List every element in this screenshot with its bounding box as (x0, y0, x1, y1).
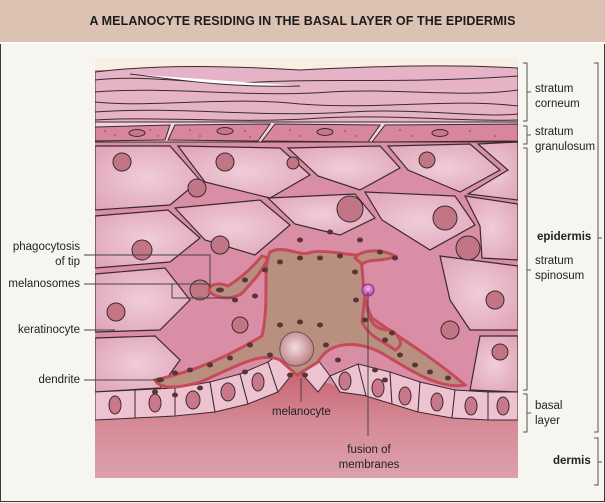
dermis-region (95, 368, 518, 478)
callout-keratinocyte: keratinocyte (17, 324, 80, 336)
figure-title: A MELANOCYTE RESIDING IN THE BASAL LAYER… (89, 14, 516, 28)
label-line: stratum (535, 83, 574, 95)
basal-cell-nuclei (108, 371, 510, 416)
label-stratum-spinosum: stratum spinosum (535, 254, 584, 284)
label-epidermis: epidermis (537, 231, 592, 243)
keratinocyte-nuclei (106, 151, 509, 361)
label-line: membranes (338, 459, 400, 471)
label-basal-layer: basal layer (535, 399, 563, 429)
melanocyte (152, 247, 469, 389)
bracket-basal-layer (523, 393, 531, 433)
callout-melanosomes: melanosomes (8, 278, 80, 290)
stratum-granulosum-region (95, 121, 518, 143)
label-line: phagocytosis (12, 241, 80, 253)
label-line: spinosum (535, 270, 585, 282)
figure-header: A MELANOCYTE RESIDING IN THE BASAL LAYER… (0, 0, 605, 44)
callout-fusion-of-membranes: fusion of membranes (338, 443, 400, 473)
label-line: of tip (55, 256, 80, 268)
bracket-stratum-spinosum (523, 147, 531, 391)
stratum-corneum-region (95, 65, 518, 123)
melanosomes (152, 229, 451, 398)
label-line: fusion of (347, 444, 391, 456)
bracket-dermis (594, 437, 602, 486)
layer-brackets (523, 62, 602, 486)
label-line: stratum (535, 126, 574, 138)
label-line: granulosum (535, 141, 596, 153)
bracket-stratum-granulosum (523, 125, 531, 145)
bracket-stratum-corneum (523, 62, 531, 122)
leader-lines (84, 254, 369, 436)
label-stratum-corneum: stratum corneum (535, 82, 580, 112)
callout-melanocyte: melanocyte (272, 406, 331, 418)
label-line: stratum (535, 255, 574, 267)
melanocyte-nucleus (279, 331, 314, 367)
callout-phagocytosis: phagocytosis of tip (0, 240, 80, 270)
label-dermis: dermis (553, 455, 591, 467)
callout-dendrite: dendrite (38, 374, 80, 386)
label-line: basal (535, 400, 563, 412)
label-line: corneum (535, 98, 580, 110)
label-line: layer (535, 415, 560, 427)
label-stratum-granulosum: stratum granulosum (535, 125, 595, 155)
bracket-epidermis (594, 62, 602, 433)
